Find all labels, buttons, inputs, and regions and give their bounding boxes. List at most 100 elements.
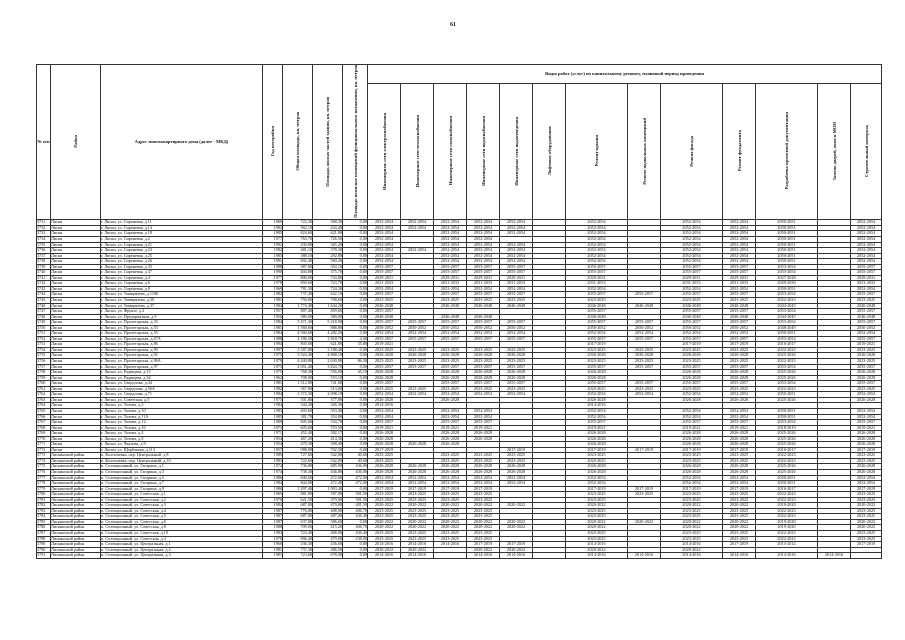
table-cell: 2017-2019 xyxy=(849,485,883,493)
header-work-9: Ремонт фундамента xyxy=(722,83,756,221)
table-cell: 2023-2025 xyxy=(849,385,883,393)
table-cell xyxy=(532,552,566,559)
table-cell xyxy=(849,552,883,559)
table-cell: 2014-2016 xyxy=(499,552,533,559)
table-cell: 1981 xyxy=(262,552,283,559)
table-cell: 2014-2016 xyxy=(627,552,661,559)
table-cell: 0,00 xyxy=(342,552,368,559)
header-work-5: Лифтовое оборудование xyxy=(532,83,566,221)
header-year: Год постройки xyxy=(262,63,283,221)
table-cell: 2052-2054 xyxy=(849,413,883,421)
table-cell: 2023-2025 xyxy=(849,496,883,504)
header-works-group: Виды работ (услуг) по капитальному ремон… xyxy=(366,63,883,85)
table-cell: 2052-2054 xyxy=(849,391,883,398)
table-cell: 2023-2025 xyxy=(849,457,883,465)
table-cell: 2023-2025 xyxy=(849,346,883,354)
table-cell: 2020-2022 xyxy=(849,502,883,509)
table-cell: 2026-2028 xyxy=(849,441,883,448)
table-cell: 2052-2054 xyxy=(849,258,883,265)
table-cell: 2014-2016 xyxy=(565,552,628,559)
header-work-10: Разработка проектной документации xyxy=(755,83,818,221)
table-cell: 2055-2057 xyxy=(849,363,883,371)
header-work-12: Строительный контроль xyxy=(849,83,883,221)
header-work-7: Ремонт подвальных помещений xyxy=(627,83,661,221)
table-cell: 2014-2016 xyxy=(722,552,756,559)
table-cell: п. Селекционный, ул. Центральная, д.3 xyxy=(100,552,263,559)
table-cell: 2055-2057 xyxy=(849,263,883,271)
table-cell: 2026-2028 xyxy=(849,396,883,404)
table-cell: 2026-2028 xyxy=(849,435,883,443)
table-cell: 2052-2054 xyxy=(849,330,883,337)
table-cell: 2052-2054 xyxy=(849,285,883,293)
table-cell: 3791 xyxy=(36,552,51,559)
table-cell: 2014-2016 xyxy=(367,552,401,559)
table-cell: 2050-2052 xyxy=(849,324,883,332)
header-work-3: Инженерные сети водоснабжения xyxy=(466,83,500,221)
table-cell xyxy=(433,552,467,559)
table-cell: 2055-2057 xyxy=(849,269,883,276)
table-cell: 2055-2057 xyxy=(849,335,883,343)
table-cell: 2023-2025 xyxy=(849,297,883,304)
table-cell xyxy=(849,402,883,409)
header-num: № п/п xyxy=(36,63,51,221)
table-cell: 2052-2054 xyxy=(849,252,883,260)
table-cell: 2052-2054 xyxy=(849,474,883,482)
header-district: Район xyxy=(50,63,101,221)
table-cell: 2055-2057 xyxy=(849,319,883,326)
header-work-0: Инженерные сети электроснабжения xyxy=(367,83,401,221)
header-work-1: Инженерные сети теплоснабжения xyxy=(400,83,434,221)
table-cell: 2019-2021 xyxy=(849,341,883,348)
header-row-group: № п/п Район Адрес многоквартирного дома … xyxy=(36,63,883,221)
header-work-2: Инженерные сети газоснабжения xyxy=(433,83,467,221)
table-cell: 2014-2016 xyxy=(817,552,851,559)
table-cell: 2031-2033 xyxy=(849,280,883,287)
table-cell: 2055-2057 xyxy=(849,308,883,315)
table-cell: 2014-2016 xyxy=(755,552,818,559)
table-cell: 2026-2028 xyxy=(849,469,883,476)
